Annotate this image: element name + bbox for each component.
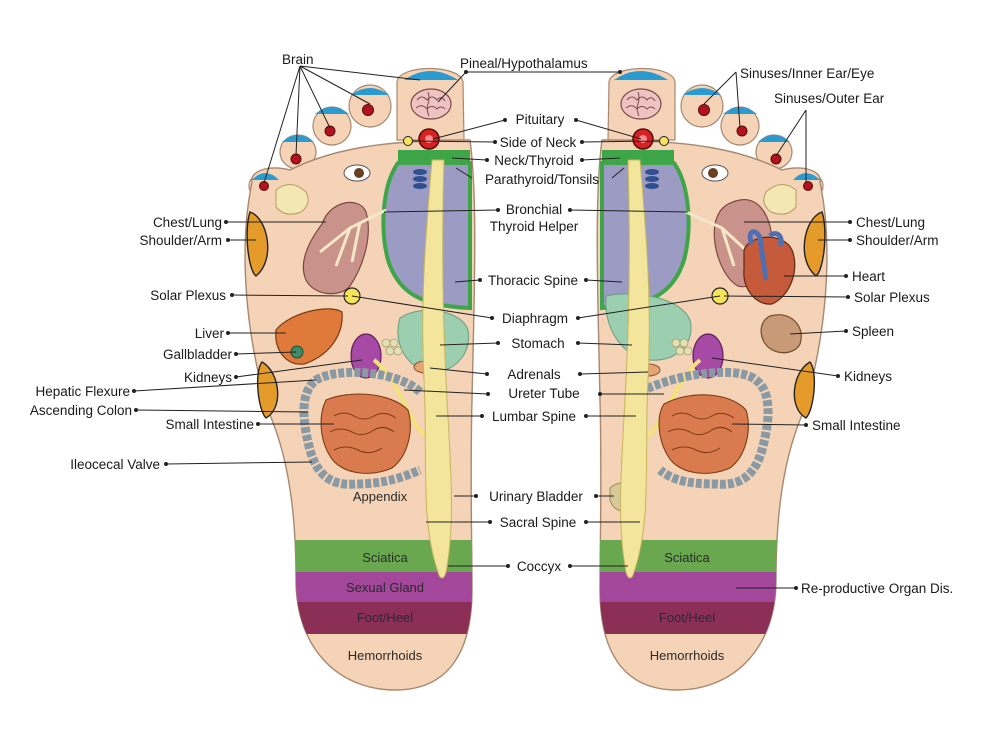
right-spine: [620, 159, 650, 579]
right-zone-hemorrhoids: Hemorrhoids: [650, 648, 725, 663]
label-right-kidneys: Kidneys: [844, 369, 892, 384]
label-reproductive: Re-productive Organ Dis.: [801, 581, 953, 596]
label-left-solar-plexus: Solar Plexus: [150, 288, 226, 303]
left-zone-sexual-gland: Sexual Gland: [346, 580, 424, 595]
label-ureter-tube: Ureter Tube: [508, 386, 579, 401]
label-sinuses-outer: Sinuses/Outer Ear: [774, 91, 885, 106]
left-foot: Appendix Sciatica Sexual Gland Foot/Heel…: [242, 67, 476, 691]
left-zone-hemorrhoids: Hemorrhoids: [348, 648, 423, 663]
label-stomach: Stomach: [511, 336, 564, 351]
label-liver: Liver: [195, 326, 225, 341]
label-side-of-neck: Side of Neck: [500, 135, 577, 150]
label-coccyx: Coccyx: [517, 559, 562, 574]
label-adrenals: Adrenals: [507, 367, 561, 382]
label-parathyroid: Parathyroid/Tonsils: [485, 172, 599, 187]
left-colon: [299, 367, 424, 489]
left-zone-foot-heel: Foot/Heel: [357, 610, 413, 625]
label-ascending-colon: Ascending Colon: [30, 403, 132, 418]
label-urinary-bladder: Urinary Bladder: [489, 489, 583, 504]
right-zone-foot-heel: Foot/Heel: [659, 610, 715, 625]
right-colon: [637, 367, 773, 489]
leader-lines: [132, 65, 852, 590]
label-left-chest-lung: Chest/Lung: [153, 215, 222, 230]
left-zone-sciatica: Sciatica: [362, 550, 408, 565]
label-right-small-intestine: Small Intestine: [812, 418, 901, 433]
label-right-solar-plexus: Solar Plexus: [854, 290, 930, 305]
label-thoracic-spine: Thoracic Spine: [488, 273, 578, 288]
label-right-chest-lung: Chest/Lung: [856, 215, 925, 230]
label-left-kidneys: Kidneys: [184, 370, 232, 385]
right-zone-sciatica: Sciatica: [664, 550, 710, 565]
left-zone-appendix: Appendix: [353, 489, 408, 504]
label-spleen: Spleen: [852, 324, 894, 339]
right-toe-points: [698, 104, 813, 191]
label-heart: Heart: [852, 269, 885, 284]
label-diaphragm: Diaphragm: [502, 311, 568, 326]
label-gallbladder: Gallbladder: [163, 347, 233, 362]
label-thyroid-helper: Thyroid Helper: [490, 219, 579, 234]
label-lumbar-spine: Lumbar Spine: [492, 409, 576, 424]
label-hepatic-flexure: Hepatic Flexure: [35, 384, 130, 399]
label-bronchial: Bronchial: [506, 202, 562, 217]
label-sacral-spine: Sacral Spine: [500, 515, 577, 530]
label-sinuses-inner: Sinuses/Inner Ear/Eye: [740, 66, 874, 81]
label-right-shoulder-arm: Shoulder/Arm: [856, 233, 939, 248]
label-pituitary: Pituitary: [516, 112, 565, 127]
label-left-shoulder-arm: Shoulder/Arm: [139, 233, 222, 248]
label-ileocecal-valve: Ileocecal Valve: [70, 457, 160, 472]
label-pineal: Pineal/Hypothalamus: [460, 56, 588, 71]
label-left-small-intestine: Small Intestine: [165, 417, 254, 432]
labels: Brain Pineal/Hypothalamus Pituitary Side…: [30, 52, 953, 596]
right-toe-tips: [614, 71, 820, 180]
right-foot: Sciatica Foot/Heel Hemorrhoids: [596, 67, 830, 691]
label-neck-thyroid: Neck/Thyroid: [494, 153, 574, 168]
label-brain: Brain: [282, 52, 314, 67]
